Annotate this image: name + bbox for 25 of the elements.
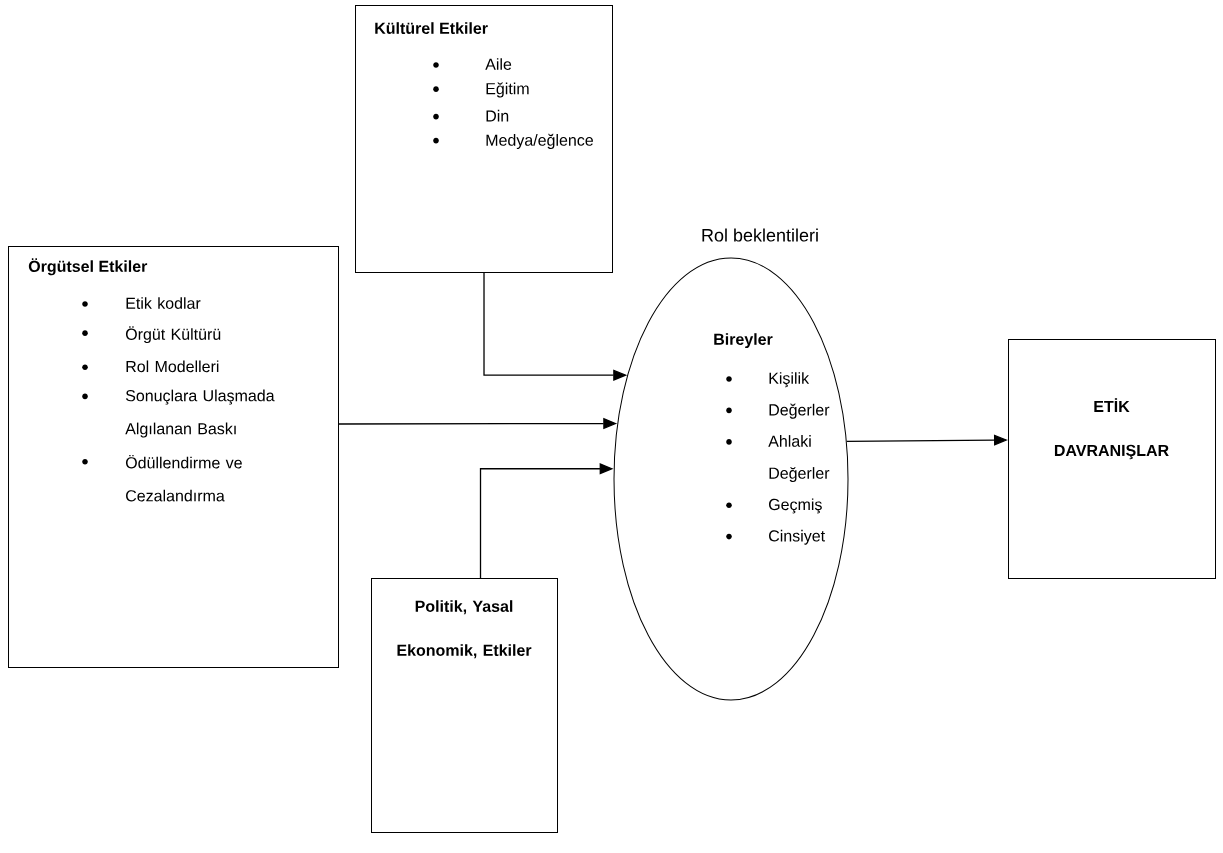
- bullet-item: Örgüt Kültürü: [82, 326, 221, 344]
- bullet-item: Cinsiyet: [726, 529, 825, 545]
- bullet-item: Etik kodlar: [82, 297, 201, 309]
- box-label: ETİK DAVRANIŞLAR: [1054, 398, 1169, 460]
- bullet-item: Değerler: [726, 403, 830, 419]
- influence-box: [371, 578, 558, 833]
- bullet-item: Geçmiş: [726, 498, 822, 514]
- individual-ellipse: [613, 257, 849, 701]
- bullet-item: Ahlaki Değerler: [726, 435, 830, 482]
- influence-box: [355, 5, 613, 273]
- beside-text: Rol beklentileri: [702, 228, 818, 242]
- list-heading: Kültürel Etkiler: [375, 22, 488, 34]
- bullet-item: Kişilik: [726, 372, 810, 388]
- list-heading: Bireyler: [714, 333, 773, 349]
- bullet-item: Sonuçlara Ulaşmada Algılanan Baskı: [82, 389, 275, 438]
- bullet-item: Rol Modelleri: [82, 360, 219, 373]
- bullet-item: Ödüllendirme ve Cezalandırma: [82, 454, 242, 502]
- bullet-item: Din: [433, 109, 509, 122]
- list-heading: Örgütsel Etkiler: [28, 258, 148, 276]
- bullet-item: Eğitim: [433, 82, 529, 98]
- bullet-item: Aile: [433, 58, 512, 70]
- bullet-item: Medya/eğlence: [433, 133, 593, 149]
- box-label: Politik, Yasal Ekonomik, Etkiler: [397, 600, 532, 659]
- outcome-box: [1008, 339, 1216, 579]
- influence-box: [8, 246, 339, 668]
